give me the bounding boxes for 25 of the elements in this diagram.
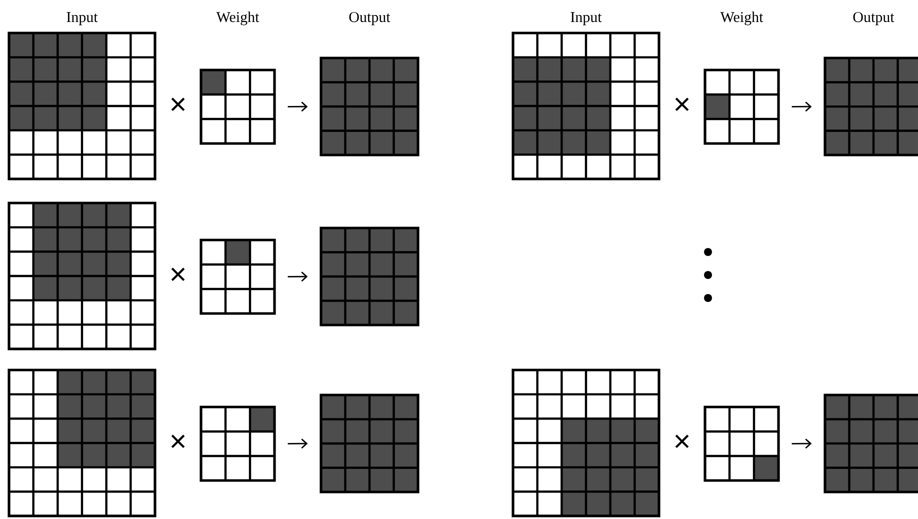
column-heading: Weight <box>720 12 764 26</box>
multiply-sign: × <box>675 98 689 112</box>
arrow <box>288 272 308 282</box>
column-heading: Output <box>853 12 894 26</box>
input-grid <box>8 368 156 518</box>
arrow <box>792 438 812 449</box>
output-grid <box>320 394 420 494</box>
output-grid <box>320 226 420 326</box>
weight-grid <box>704 406 780 482</box>
multiply-sign: × <box>171 98 185 112</box>
input-grid <box>8 202 156 350</box>
arrow <box>792 102 812 112</box>
column-heading: Output <box>349 12 390 26</box>
arrow <box>288 102 308 112</box>
weight-grid <box>200 238 276 315</box>
column-heading: Input <box>570 12 602 26</box>
multiply-sign: × <box>675 434 689 448</box>
multiply-sign: × <box>171 268 185 282</box>
column-heading: Input <box>66 12 98 26</box>
weight-grid <box>200 406 276 482</box>
output-grid <box>824 394 918 494</box>
input-grid <box>512 368 660 518</box>
arrow <box>288 438 308 449</box>
multiply-sign: × <box>171 434 185 448</box>
column-heading: Weight <box>216 12 260 26</box>
